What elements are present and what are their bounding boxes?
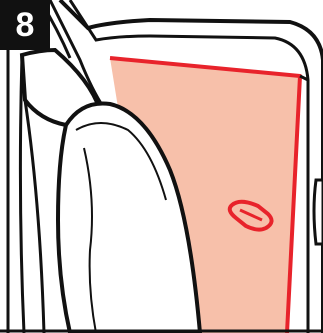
- step-number-badge: 8: [0, 0, 50, 50]
- side-clip: [314, 180, 323, 244]
- seat-left-edge-3: [25, 100, 44, 333]
